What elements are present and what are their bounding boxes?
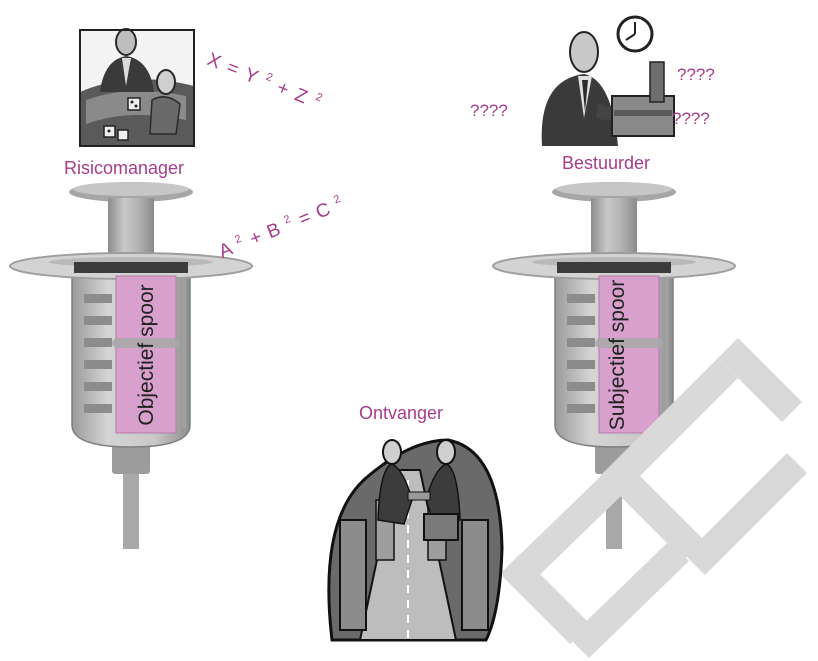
risk-manager-illustration [79, 28, 195, 147]
recipient-illustration [327, 438, 504, 642]
syringe-objective [9, 181, 253, 550]
recipient-label: Ontvanger [359, 403, 443, 423]
svg-text:A 2 + B: A 2 + B 2 = C 2 [213, 186, 346, 262]
question-marks-left: ???? [470, 101, 508, 120]
formula-abc: A 2 + B 2 = C 2 [213, 186, 346, 263]
director-illustration [541, 15, 675, 146]
director-label: Bestuurder [562, 153, 650, 173]
watermark-label: EN [0, 0, 2, 1]
question-marks-top-right: ???? [677, 65, 715, 84]
objective-track-label: Objectief spoor [135, 284, 158, 425]
question-marks-bottom-right: ???? [672, 109, 710, 128]
watermark-en [500, 338, 807, 658]
formula-xyz: X = Y 2 + Z 2 [204, 42, 327, 114]
subjective-track-label: Subjectief spoor [606, 280, 629, 431]
risk-manager-label: Risicomanager [64, 158, 184, 178]
svg-text:X = Y 2: X = Y 2 + Z 2 [204, 42, 327, 114]
